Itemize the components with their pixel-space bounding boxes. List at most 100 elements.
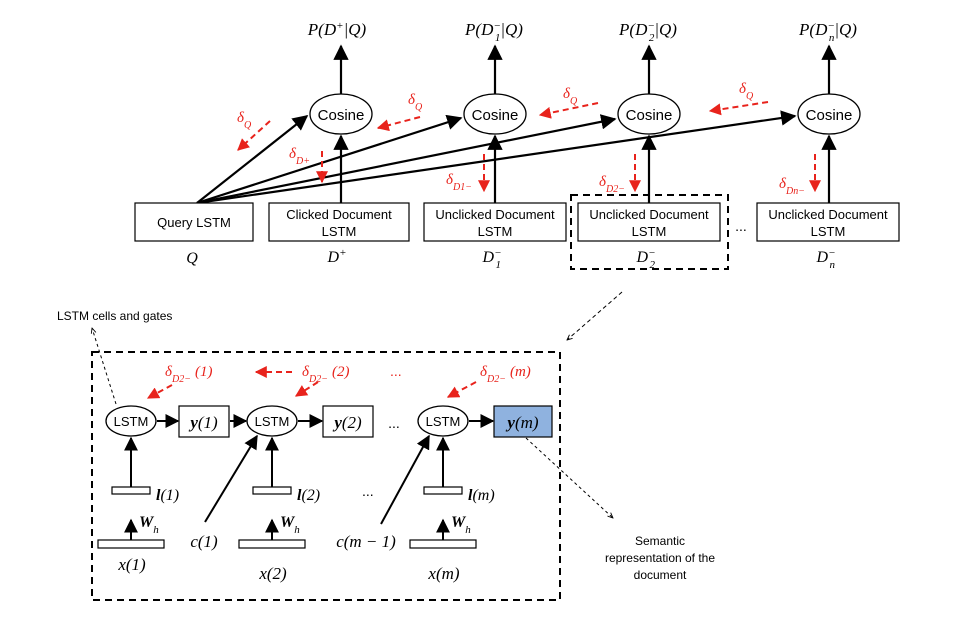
lstm-cell-1: LSTM bbox=[105, 405, 157, 437]
arrow-query-to-cosine-3 bbox=[196, 114, 617, 205]
svg-text:δD+: δD+ bbox=[289, 146, 310, 167]
svg-text:document: document bbox=[634, 568, 687, 582]
delta-step-2: δD2−(2) bbox=[254, 364, 349, 397]
svg-text:δQ: δQ bbox=[408, 92, 423, 113]
svg-text:y(m): y(m) bbox=[505, 413, 538, 432]
svg-text:P(D−2|Q): P(D−2|Q) bbox=[618, 20, 677, 44]
output-prob-4: P(D−n|Q) bbox=[798, 20, 857, 44]
output-y-1: y(1) bbox=[178, 405, 230, 438]
output-y-m: y(m) bbox=[493, 405, 553, 438]
lstm-cell-2: LSTM bbox=[246, 405, 298, 437]
callout-lstm-cells-pointer bbox=[92, 328, 117, 405]
svg-text:LSTM: LSTM bbox=[632, 224, 667, 239]
c-label-1: c(1) bbox=[190, 532, 218, 551]
svg-text:Cosine: Cosine bbox=[318, 107, 365, 124]
svg-text:Clicked Document: Clicked Document bbox=[286, 207, 392, 222]
delta-q-4: δQ bbox=[708, 81, 769, 116]
delta-q-3: δQ bbox=[538, 86, 599, 119]
delta-ellipsis: ... bbox=[390, 363, 402, 379]
svg-text:Unclicked Document: Unclicked Document bbox=[589, 207, 709, 222]
zoom-connector bbox=[567, 291, 623, 340]
c-label-m: c(m − 1) bbox=[336, 532, 396, 551]
delta-step-m: δD2−(m) bbox=[446, 364, 531, 398]
svg-text:y(2): y(2) bbox=[332, 413, 362, 432]
delta-step-1: δD2−(1) bbox=[146, 364, 212, 399]
doc-symbol-n: D−n bbox=[816, 247, 836, 271]
svg-text:δD1−: δD1− bbox=[446, 172, 472, 193]
delta-q-2: δQ bbox=[376, 92, 423, 132]
l-vector-m bbox=[423, 486, 463, 495]
delta-doc-n: δDn− bbox=[779, 154, 821, 197]
arrow-cm1-to-lstmm bbox=[380, 434, 430, 525]
doc-box-unclicked-2: Unclicked Document LSTM bbox=[577, 202, 721, 242]
cosine-node-4: Cosine bbox=[797, 93, 861, 135]
delta-doc-2: δD2− bbox=[599, 154, 641, 195]
l-label-1: l(1) bbox=[156, 487, 179, 504]
svg-text:Cosine: Cosine bbox=[472, 107, 519, 124]
doc-symbol-clicked: D+ bbox=[327, 247, 347, 266]
svg-text:y(1): y(1) bbox=[188, 413, 218, 432]
svg-text:δQ: δQ bbox=[237, 110, 252, 131]
svg-text:P(D−1|Q): P(D−1|Q) bbox=[464, 20, 523, 44]
l-vector-2 bbox=[252, 486, 292, 495]
output-prob-3: P(D−2|Q) bbox=[618, 20, 677, 44]
svg-text:Cosine: Cosine bbox=[626, 107, 673, 124]
svg-text:δD2−: δD2− bbox=[599, 174, 625, 195]
x-vector-2 bbox=[238, 539, 306, 549]
wh-label-1: Wh bbox=[139, 514, 159, 536]
svg-text:Unclicked Document: Unclicked Document bbox=[435, 207, 555, 222]
svg-text:LSTM: LSTM bbox=[478, 224, 513, 239]
x-label-m: x(m) bbox=[427, 564, 459, 583]
lstm-detail-box bbox=[91, 351, 561, 601]
svg-text:P(D+|Q): P(D+|Q) bbox=[307, 20, 367, 39]
lstm-cell-m: LSTM bbox=[417, 405, 469, 437]
svg-text:δD2−(2): δD2−(2) bbox=[302, 364, 349, 385]
svg-text:δDn−: δDn− bbox=[779, 176, 805, 197]
cosine-node-1: Cosine bbox=[309, 93, 373, 135]
wh-label-m: Wh bbox=[451, 514, 471, 536]
doc-box-unclicked-n: Unclicked Document LSTM bbox=[756, 202, 900, 242]
arrow-query-to-cosine-1 bbox=[196, 115, 309, 204]
svg-text:LSTM: LSTM bbox=[426, 414, 461, 429]
delta-q-1: δQ bbox=[237, 110, 271, 151]
svg-text:representation of the: representation of the bbox=[605, 551, 715, 565]
output-y-2: y(2) bbox=[322, 405, 374, 438]
query-lstm-box: Query LSTM bbox=[134, 202, 254, 242]
top-ellipsis: ... bbox=[735, 218, 747, 234]
svg-text:δQ: δQ bbox=[563, 86, 578, 107]
svg-text:δQ: δQ bbox=[739, 81, 754, 102]
svg-text:Unclicked Document: Unclicked Document bbox=[768, 207, 888, 222]
output-prob-1: P(D+|Q) bbox=[307, 20, 367, 39]
callout-lstm-cells: LSTM cells and gates bbox=[57, 309, 172, 323]
semantic-note: Semantic representation of the document bbox=[605, 534, 715, 582]
svg-text:LSTM: LSTM bbox=[811, 224, 846, 239]
delta-doc-1: δD1− bbox=[446, 154, 490, 193]
x-label-1: x(1) bbox=[117, 555, 146, 574]
output-prob-2: P(D−1|Q) bbox=[464, 20, 523, 44]
svg-text:Semantic: Semantic bbox=[635, 534, 685, 548]
l-label-2: l(2) bbox=[297, 487, 320, 504]
stack-ellipsis: ... bbox=[362, 483, 374, 499]
svg-text:δD2−(1): δD2−(1) bbox=[165, 364, 212, 385]
cosine-node-2: Cosine bbox=[463, 93, 527, 135]
wh-label-2: Wh bbox=[280, 514, 300, 536]
semantic-pointer bbox=[525, 437, 613, 518]
delta-doc-clicked: δD+ bbox=[289, 146, 328, 184]
svg-text:δD2−(m): δD2−(m) bbox=[480, 364, 531, 385]
x-label-2: x(2) bbox=[258, 564, 287, 583]
svg-text:LSTM: LSTM bbox=[114, 414, 149, 429]
x-vector-m bbox=[409, 539, 477, 549]
svg-text:Query LSTM: Query LSTM bbox=[157, 215, 231, 230]
arrow-c1-to-lstm2 bbox=[204, 434, 258, 523]
query-symbol: Q bbox=[186, 250, 198, 267]
y-ellipsis: ... bbox=[388, 415, 400, 431]
svg-text:P(D−n|Q): P(D−n|Q) bbox=[798, 20, 857, 44]
doc-symbol-2: D−2 bbox=[636, 247, 656, 271]
svg-text:LSTM: LSTM bbox=[255, 414, 290, 429]
arrow-query-to-cosine-2 bbox=[196, 114, 463, 205]
x-vector-1 bbox=[97, 539, 165, 549]
l-label-m: l(m) bbox=[468, 487, 495, 504]
doc-2-highlight-box bbox=[570, 194, 729, 270]
l-vector-1 bbox=[111, 486, 151, 495]
